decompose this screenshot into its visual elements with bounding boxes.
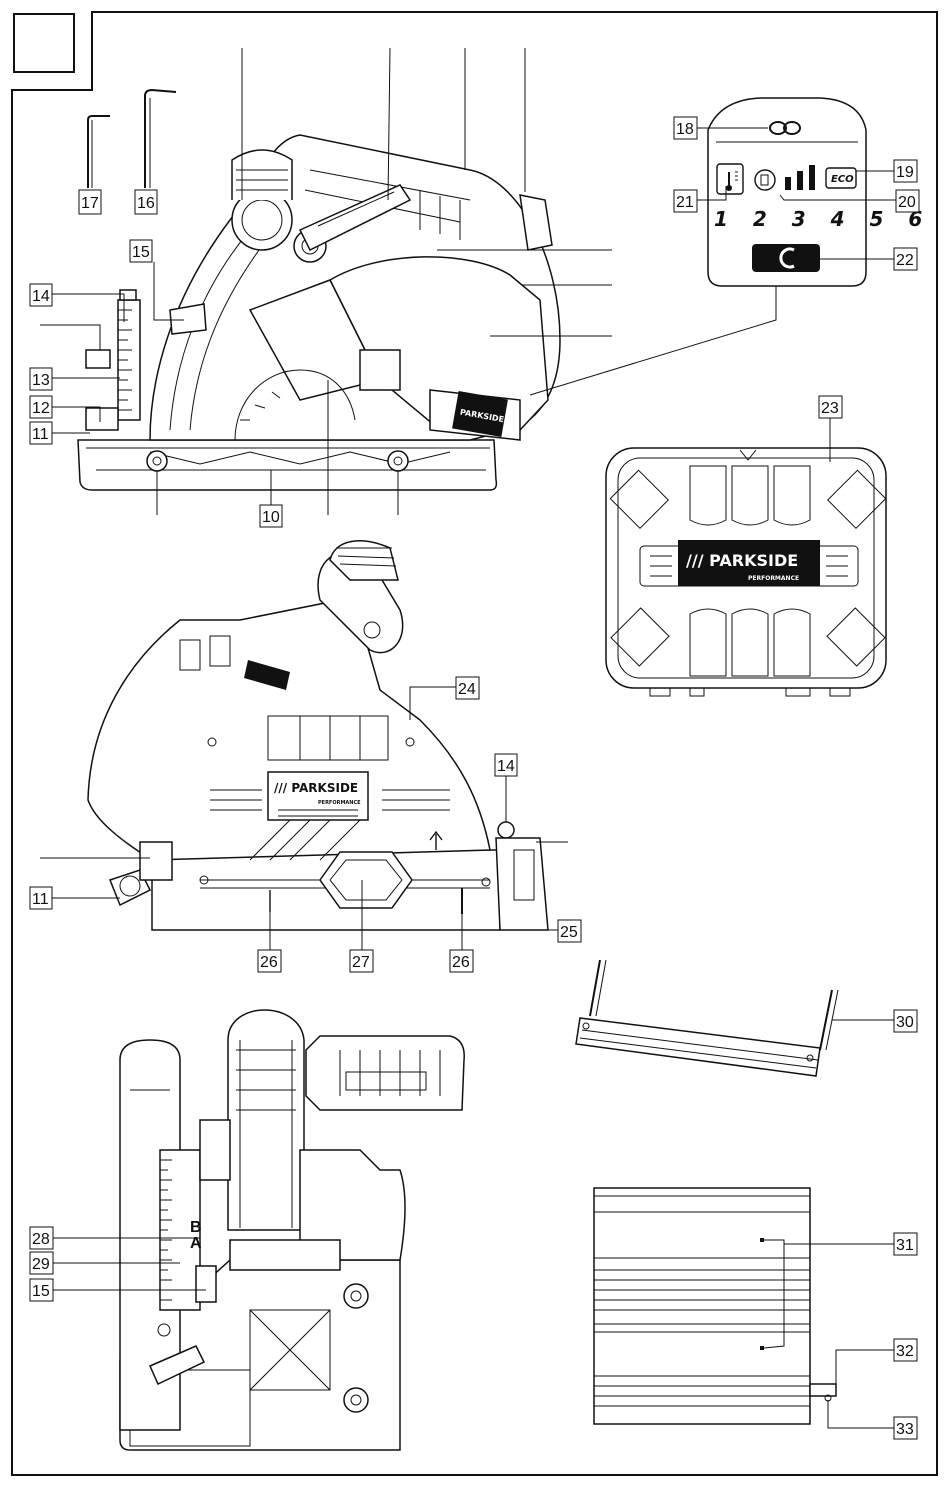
callout-14a: 14 [30,284,52,306]
svg-text:19: 19 [896,164,914,181]
svg-text:15: 15 [32,1283,50,1300]
power-button [752,244,820,272]
saw-sub: PERFORMANCE [318,800,361,806]
callout-29: 29 [30,1252,53,1274]
svg-text:25: 25 [560,924,578,941]
svg-text:28: 28 [32,1231,50,1248]
svg-text:29: 29 [32,1256,50,1273]
svg-text:17: 17 [81,195,99,212]
callout-23: 23 [819,396,842,418]
callout-26b: 26 [450,950,473,972]
callout-27: 27 [350,950,373,972]
callout-20: 20 [896,190,919,212]
callout-33: 33 [894,1417,917,1439]
svg-text:31: 31 [896,1237,914,1254]
callout-11a: 11 [30,422,52,444]
callout-31: 31 [894,1233,917,1255]
callout-30: 30 [894,1010,917,1032]
svg-text:13: 13 [32,372,50,389]
case-brand: /// PARKSIDE [686,551,798,570]
callout-15a: 15 [130,240,152,262]
saw-top-view: PARKSIDE [78,135,560,490]
callout-16: 16 [135,190,157,214]
scale-mark-b: B [190,1219,202,1236]
case-sub: PERFORMANCE [748,575,799,582]
callout-18: 18 [674,117,697,139]
callout-12: 12 [30,396,52,418]
callout-11b: 11 [30,887,52,909]
svg-text:23: 23 [821,400,839,417]
svg-text:26: 26 [260,954,278,971]
callout-13: 13 [30,368,52,390]
callout-28: 28 [30,1227,53,1249]
callout-24: 24 [456,677,479,699]
svg-text:30: 30 [896,1014,914,1031]
svg-text:27: 27 [352,954,370,971]
callout-32: 32 [894,1339,917,1361]
callout-22: 22 [894,248,917,270]
svg-text:11: 11 [32,891,49,908]
svg-text:14: 14 [497,758,515,775]
saw-brand: /// PARKSIDE [274,781,358,795]
svg-text:14: 14 [32,288,50,305]
svg-text:16: 16 [137,195,155,212]
svg-text:12: 12 [32,400,50,417]
svg-text:32: 32 [896,1343,914,1360]
callout-14b: 14 [495,754,517,776]
callout-10: 10 [260,505,282,527]
callout-15b: 15 [30,1279,53,1301]
svg-text:15: 15 [132,244,150,261]
callout-19: 19 [894,160,917,182]
parallel-guide [576,960,838,1076]
svg-text:22: 22 [896,252,914,269]
carry-case: /// PARKSIDE PERFORMANCE [606,448,886,696]
svg-text:21: 21 [676,194,694,211]
svg-text:20: 20 [898,194,916,211]
svg-text:10: 10 [262,509,280,526]
svg-text:24: 24 [458,681,476,698]
hex-key-small [88,116,110,188]
guide-rail [594,1188,836,1424]
eco-label: ECO [831,174,854,185]
hex-key-large [145,90,176,188]
saw-middle-view: /// PARKSIDE PERFORMANCE [88,541,548,930]
svg-text:11: 11 [32,426,49,443]
saw-bottom-view: B A [120,1010,464,1450]
callout-25: 25 [558,920,581,942]
callout-21: 21 [674,190,697,212]
svg-text:26: 26 [452,954,470,971]
svg-text:33: 33 [896,1421,914,1438]
callout-17: 17 [79,190,101,214]
svg-text:18: 18 [676,121,694,138]
callout-26a: 26 [258,950,281,972]
